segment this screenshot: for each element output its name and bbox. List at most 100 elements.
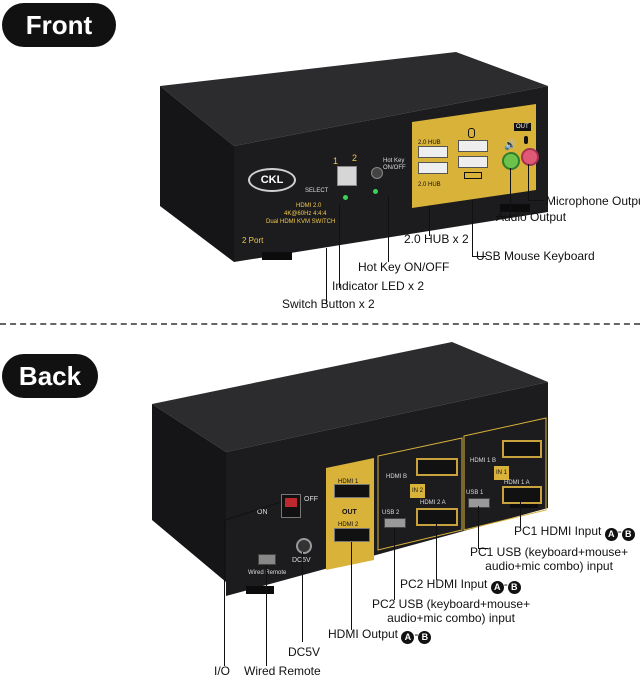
- letter-b-badge: B: [418, 631, 432, 644]
- pc1-hdmi-port-a[interactable]: [502, 486, 542, 504]
- in1-hdmi-b-label: HDMI 1 B: [470, 458, 497, 464]
- dash-text: -: [617, 524, 622, 538]
- callout-pc2-usb-line2: audio+mic combo) input: [387, 611, 515, 625]
- callout-line-usb-v: [472, 200, 473, 256]
- usb-port-mouse[interactable]: [458, 140, 488, 152]
- badge-port: 2 Port: [242, 236, 264, 245]
- port-number-1: 1: [333, 156, 339, 166]
- badge-name: Dual HDMI KVM SWITCH: [266, 219, 336, 225]
- product-badge: HDMI 2.0 4K@60Hz 4:4:4 Dual HDMI KVM SWI…: [266, 202, 374, 226]
- port-number-2: 2: [352, 153, 358, 163]
- indicator-led-2: [373, 189, 378, 194]
- callout-line-audio-v: [510, 168, 511, 216]
- callout-pc1-hdmi-input: PC1 HDMI Input A-B: [514, 524, 635, 541]
- usb1-label: USB 1: [466, 490, 484, 496]
- callout-indicator-led: Indicator LED x 2: [332, 279, 425, 293]
- power-switch-toggle: [285, 498, 297, 507]
- ckl-logo: CKL: [248, 168, 296, 192]
- callout-line-switch-v: [326, 248, 327, 304]
- switch-off-label: OFF: [304, 496, 318, 503]
- pc2-usb-port[interactable]: [384, 518, 406, 528]
- power-switch[interactable]: [281, 494, 301, 518]
- callout-hub: 2.0 HUB x 2: [404, 232, 469, 246]
- usb-port-hub-top[interactable]: [418, 146, 448, 158]
- wired-remote-device-label: Wired Remote: [248, 570, 287, 576]
- brand-text: CKL: [260, 174, 284, 186]
- out-label: OUT: [342, 509, 357, 516]
- hub-top-label: 2.0 HUB: [418, 140, 441, 146]
- callout-hotkey: Hot Key ON/OFF: [358, 260, 450, 274]
- pc1-hdmi-port-b[interactable]: [502, 440, 542, 458]
- letter-a-badge: A: [490, 581, 504, 594]
- callout-pc2-hdmi-input: PC2 HDMI Input A-B: [400, 577, 521, 594]
- callout-audio-output: Audio Output: [496, 210, 567, 224]
- callout-line-pc2-usb-v: [394, 528, 395, 600]
- usb-port-keyboard[interactable]: [458, 156, 488, 168]
- indicator-led-1: [343, 195, 348, 200]
- letter-a-badge: A: [401, 631, 415, 644]
- pc2-hdmi-port-b[interactable]: [416, 458, 458, 476]
- in2-tag: IN 2: [410, 484, 426, 498]
- hdmi-out-port-2[interactable]: [334, 528, 370, 542]
- callout-pc2-usb-input: PC2 USB (keyboard+mouse+ audio+mic combo…: [372, 597, 530, 625]
- callout-hdmi-output-text: HDMI Output: [328, 627, 399, 641]
- pc1-usb-port[interactable]: [468, 498, 490, 508]
- callout-line-audio-h: [496, 216, 511, 217]
- callout-io: I/O: [214, 664, 231, 678]
- dash-text: -: [414, 627, 419, 641]
- letter-b-badge: B: [621, 528, 635, 541]
- microphone-output-jack[interactable]: [521, 148, 539, 166]
- wired-remote-port[interactable]: [258, 554, 276, 565]
- callout-line-pc1-usb-v: [478, 506, 479, 548]
- keyboard-icon: [464, 172, 482, 179]
- in2-hdmi-a-label: HDMI 2 A: [420, 500, 446, 506]
- usb2-label: USB 2: [382, 510, 400, 516]
- out-hdmi2-label: HDMI 2: [338, 522, 359, 528]
- mic-icon: [524, 136, 528, 144]
- select-label: SELECT: [305, 188, 329, 194]
- badge-hdmi: HDMI 2.0: [296, 203, 322, 209]
- hotkey-button[interactable]: [371, 167, 383, 179]
- dash-text: -: [503, 577, 508, 591]
- switch-on-label: ON: [257, 509, 268, 516]
- callout-switch-button: Switch Button x 2: [282, 297, 375, 311]
- callout-line-hub-v: [429, 206, 430, 236]
- callout-line-mic-h: [528, 200, 544, 201]
- mouse-icon: [468, 128, 475, 138]
- pc2-hdmi-port-a[interactable]: [416, 508, 458, 526]
- out-hdmi1-label: HDMI 1: [338, 479, 359, 485]
- callout-pc1-usb-line1: PC1 USB (keyboard+mouse+: [470, 545, 629, 559]
- hdmi-out-port-1[interactable]: [334, 484, 370, 498]
- in2-hdmi-b-label: HDMI B: [386, 474, 407, 480]
- hub-bottom-label: 2.0 HUB: [418, 182, 441, 188]
- callout-pc1-usb-line2: audio+mic combo) input: [485, 559, 613, 573]
- callout-wired-remote: Wired Remote: [244, 664, 321, 678]
- in1-tag: IN 1: [494, 466, 510, 480]
- callout-line-pc1-usb-h: [478, 548, 488, 549]
- callout-line-mic-v: [528, 164, 529, 200]
- hotkey-device-label: Hot Key ON/OFF: [383, 158, 406, 171]
- dc5v-port[interactable]: [296, 538, 312, 554]
- audio-output-jack[interactable]: [502, 152, 520, 170]
- callout-pc1-usb-input: PC1 USB (keyboard+mouse+ audio+mic combo…: [470, 545, 628, 573]
- back-title: Back: [2, 354, 98, 398]
- front-title: Front: [2, 3, 116, 47]
- callout-line-io-v: [224, 520, 225, 666]
- speaker-icon: 🔊: [504, 140, 517, 151]
- in1-hdmi-a-label: HDMI 1 A: [504, 480, 530, 486]
- callout-dc5v: DC5V: [288, 645, 321, 659]
- callout-pc2-hdmi-text: PC2 HDMI Input: [400, 577, 488, 591]
- select-button[interactable]: [337, 166, 357, 186]
- callout-line-led-v: [339, 204, 340, 288]
- letter-a-badge: A: [604, 528, 618, 541]
- callout-line-pc1-hdmi-v: [520, 500, 521, 528]
- letter-b-badge: B: [507, 581, 521, 594]
- badge-resolution: 4K@60Hz 4:4:4: [284, 211, 327, 217]
- callout-pc2-usb-line1: PC2 USB (keyboard+mouse+: [372, 597, 531, 611]
- usb-port-hub-bottom[interactable]: [418, 162, 448, 174]
- callout-microphone-output: Microphone Output: [546, 194, 640, 208]
- callout-line-hdmi-out-v: [351, 542, 352, 630]
- callout-line-dc5v-v: [302, 552, 303, 642]
- callout-usb-mouse-keyboard: USB Mouse Keyboard: [476, 249, 595, 263]
